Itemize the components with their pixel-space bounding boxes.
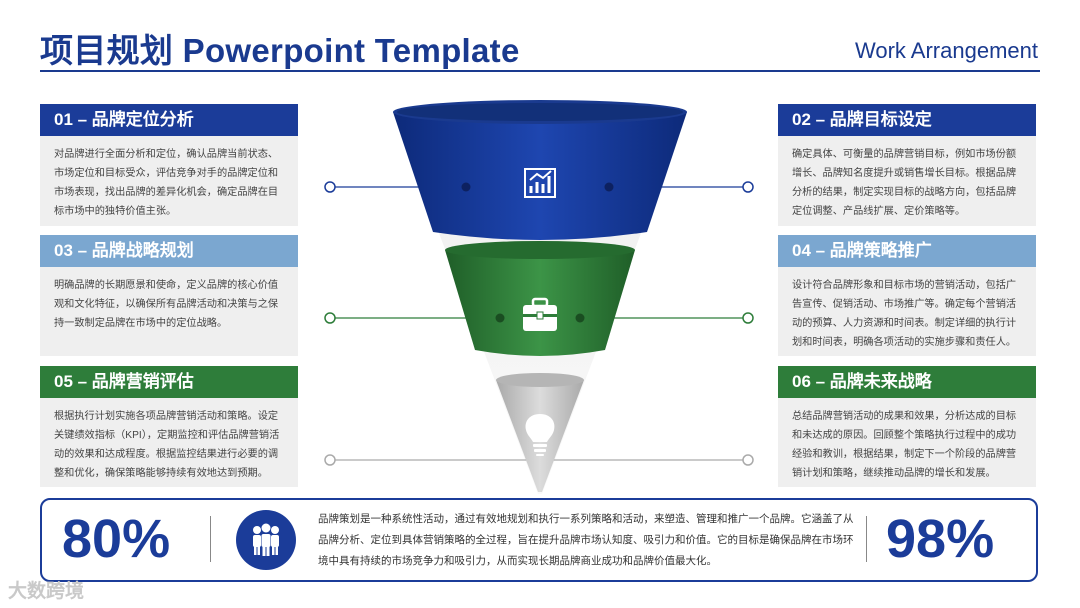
people-icon <box>236 510 296 570</box>
card-text: 对品牌进行全面分析和定位，确认品牌当前状态、市场定位和目标受众，评估竞争对手的品… <box>40 136 298 226</box>
card-brand-future: 06 – 品牌未来战略 总结品牌营销活动的成果和效果，分析达成的目标和未达成的原… <box>778 366 1036 487</box>
card-text: 根据执行计划实施各项品牌营销活动和策略。设定关键绩效指标（KPI），定期监控和评… <box>40 398 298 487</box>
card-title: 06 – 品牌未来战略 <box>778 366 1036 398</box>
divider <box>866 516 867 562</box>
page-subtitle: Work Arrangement <box>854 38 1038 63</box>
briefcase-icon <box>523 297 557 331</box>
card-brand-positioning: 01 – 品牌定位分析 对品牌进行全面分析和定位，确认品牌当前状态、市场定位和目… <box>40 104 298 226</box>
card-title: 03 – 品牌战略规划 <box>40 235 298 267</box>
stat-left-percent: 80% <box>62 509 171 569</box>
card-title: 05 – 品牌营销评估 <box>40 366 298 398</box>
watermark: 大数跨境 <box>8 581 85 602</box>
page-title: 项目规划 Powerpoint Template <box>40 32 520 69</box>
card-brand-strategy: 03 – 品牌战略规划 明确品牌的长期愿景和使命，定义品牌的核心价值观和文化特征… <box>40 235 298 356</box>
card-title: 01 – 品牌定位分析 <box>40 104 298 136</box>
divider <box>210 516 211 562</box>
summary-text: 品牌策划是一种系统性活动，通过有效地规划和执行一系列策略和活动，来塑造、管理和推… <box>318 513 854 567</box>
chart-icon <box>524 168 556 198</box>
card-text: 设计符合品牌形象和目标市场的营销活动，包括广告宣传、促销活动、市场推广等。确定每… <box>778 267 1036 356</box>
title-divider <box>40 70 1040 72</box>
card-brand-goals: 02 – 品牌目标设定 确定具体、可衡量的品牌营销目标，例如市场份额增长、品牌知… <box>778 104 1036 226</box>
card-title: 02 – 品牌目标设定 <box>778 104 1036 136</box>
card-brand-evaluation: 05 – 品牌营销评估 根据执行计划实施各项品牌营销活动和策略。设定关键绩效指标… <box>40 366 298 487</box>
card-text: 确定具体、可衡量的品牌营销目标，例如市场份额增长、品牌知名度提升或销售增长目标。… <box>778 136 1036 226</box>
stat-right-percent: 98% <box>886 509 995 569</box>
card-title: 04 – 品牌策略推广 <box>778 235 1036 267</box>
card-text: 总结品牌营销活动的成果和效果，分析达成的目标和未达成的原因。回顾整个策略执行过程… <box>778 398 1036 487</box>
lightbulb-icon <box>525 414 555 456</box>
summary-panel <box>40 498 1038 582</box>
card-brand-promotion: 04 – 品牌策略推广 设计符合品牌形象和目标市场的营销活动，包括广告宣传、促销… <box>778 235 1036 356</box>
card-text: 明确品牌的长期愿景和使命，定义品牌的核心价值观和文化特征，以确保所有品牌活动和决… <box>40 267 298 356</box>
